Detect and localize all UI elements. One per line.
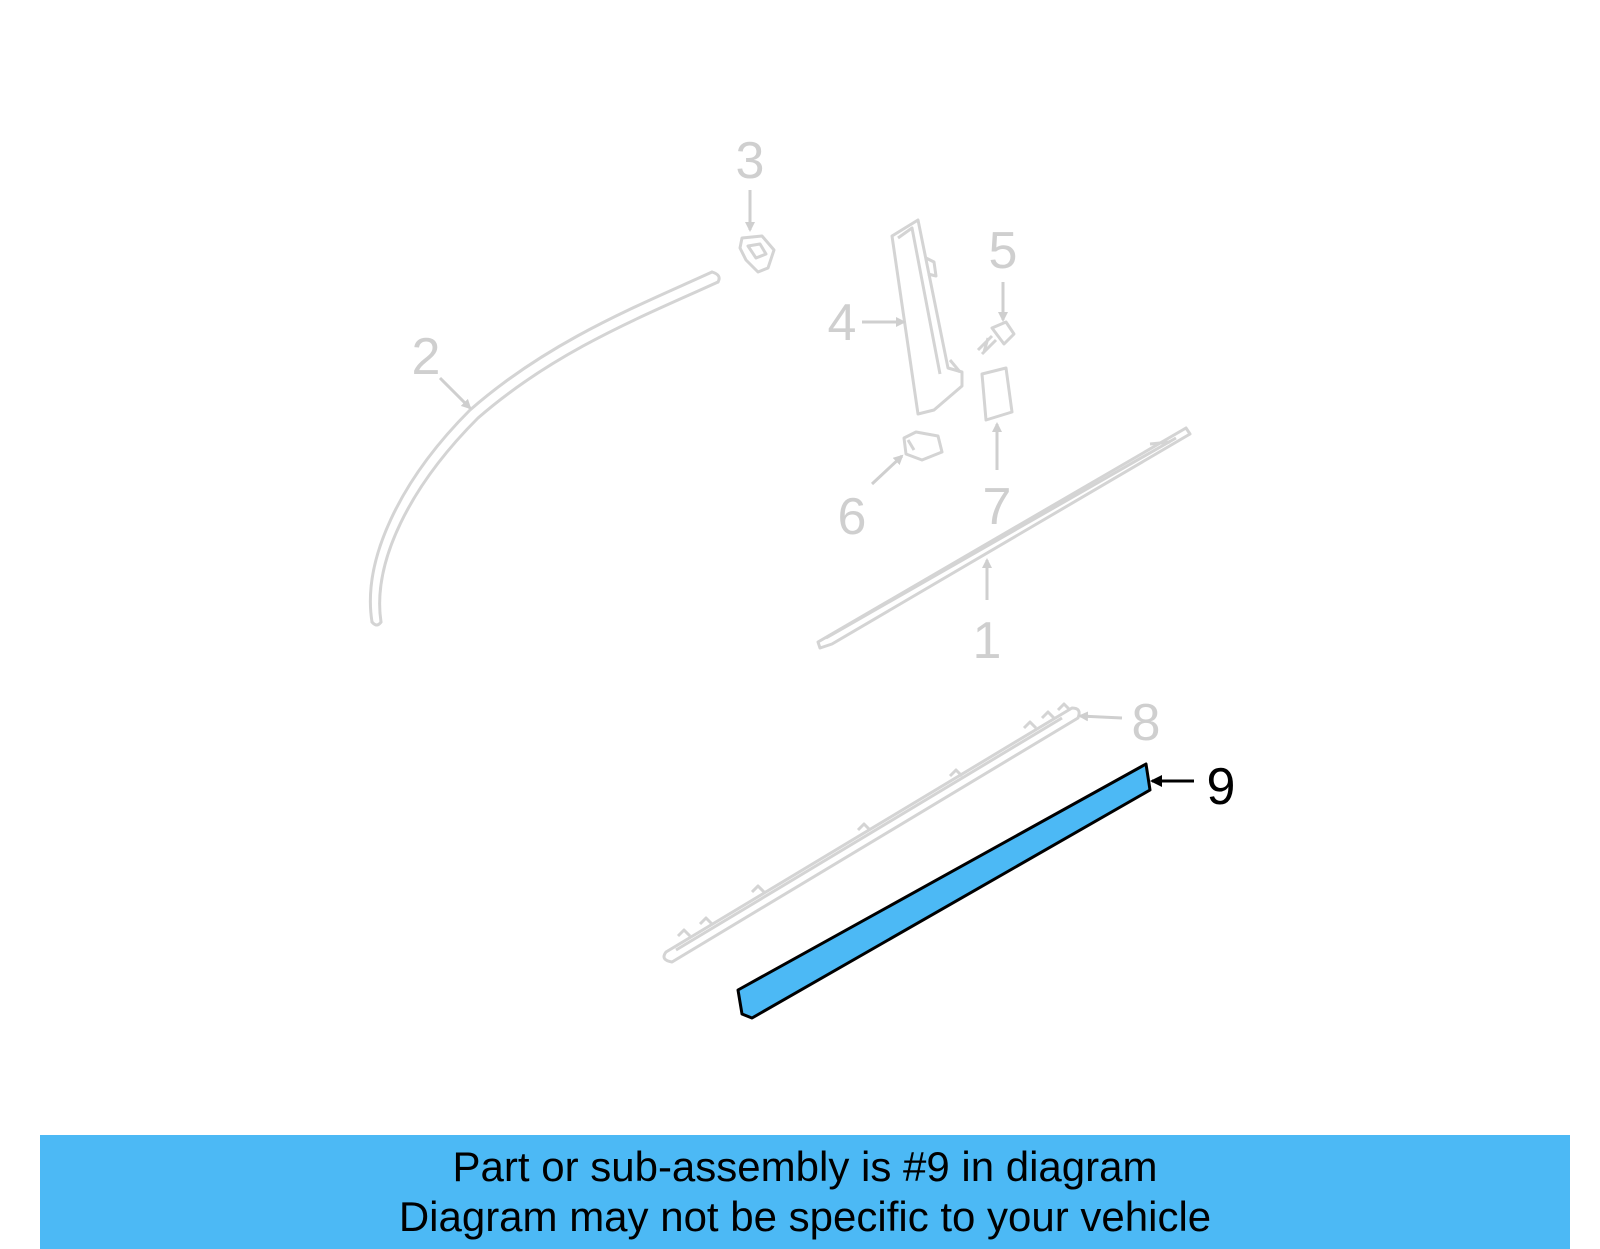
part-4-pillar-garnish: [890, 218, 964, 416]
part-2-roof-molding: [368, 270, 721, 627]
callout-5: 5: [989, 222, 1018, 280]
part-6-clip: [902, 430, 944, 462]
part-8-retainer-strip: [662, 702, 1081, 964]
banner-line-disclaimer: Diagram may not be specific to your vehi…: [398, 1193, 1212, 1240]
leader-arrow-8: [1078, 711, 1123, 722]
leader-arrow-6: [870, 454, 904, 486]
part-9-rocker-molding: [736, 762, 1152, 1020]
callout-4: 4: [828, 294, 857, 352]
part-3-clip: [738, 234, 776, 274]
callout-7: 7: [983, 478, 1012, 536]
callout-2: 2: [412, 328, 441, 386]
callout-9: 9: [1207, 758, 1236, 816]
callout-6: 6: [838, 488, 867, 546]
callout-3: 3: [736, 132, 765, 190]
part-5-screw: [976, 320, 1016, 356]
leader-arrow-2: [438, 376, 472, 410]
banner-line-part-number: Part or sub-assembly is #9 in diagram: [452, 1143, 1158, 1190]
part-7-pad: [980, 366, 1014, 422]
leader-arrows: [438, 190, 1194, 787]
callout-8: 8: [1132, 694, 1161, 752]
part-1-belt-molding: [816, 426, 1192, 650]
info-banner: Part or sub-assembly is #9 in diagram Di…: [40, 1135, 1570, 1249]
callout-1: 1: [973, 612, 1002, 670]
callout-labels: 1 2 3 4 5 6 7 8 9: [412, 132, 1236, 816]
